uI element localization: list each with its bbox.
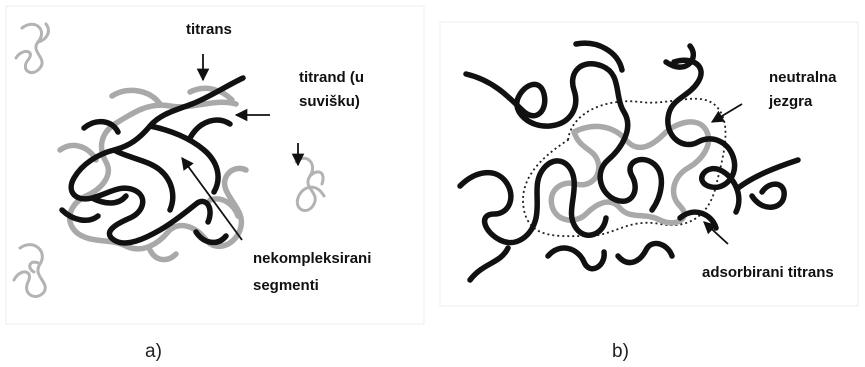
neutral-core-boundary xyxy=(522,97,727,238)
titrans-chain-b-2 xyxy=(573,40,742,215)
label-titrand-line1: titrand (u xyxy=(299,69,364,86)
label-neutralna-line1: neutralna xyxy=(769,69,837,86)
titrans-chain-a xyxy=(68,75,246,246)
titrans-chain-b-4 xyxy=(467,157,801,283)
label-neutralna-line2: jezgra xyxy=(768,93,813,110)
titrand-chain-a-2 xyxy=(57,85,241,263)
titrand-chain-a xyxy=(66,99,249,252)
free-titrand-coil-bottom-left xyxy=(12,243,47,298)
caption-b: b) xyxy=(612,341,629,362)
label-titrans: titrans xyxy=(186,21,232,38)
neutral-core-arrow xyxy=(710,103,743,123)
panel-b: neutralna jezgra adsorbirani titrans xyxy=(439,21,859,307)
titrans-chain-b-1 xyxy=(463,61,665,213)
adsorbed-titrans-arrow xyxy=(703,221,729,245)
panel-a: titrans titrand (u suvišku) nekompleksir… xyxy=(5,5,425,325)
nekompleks-arrow xyxy=(181,156,243,241)
caption-a: a) xyxy=(145,341,162,362)
free-titrand-coil-top-left xyxy=(14,22,50,74)
titrans-chain-a-2 xyxy=(59,118,229,246)
free-titrand-coil-right xyxy=(294,156,326,213)
label-titrand-line2: suvišku) xyxy=(299,93,360,110)
titrans-chain-b-3 xyxy=(457,158,609,246)
label-nekompleks-line2: segmenti xyxy=(253,277,319,294)
label-adsorbirani: adsorbirani titrans xyxy=(702,264,834,281)
label-nekompleks-line1: nekompleksirani xyxy=(253,250,371,267)
